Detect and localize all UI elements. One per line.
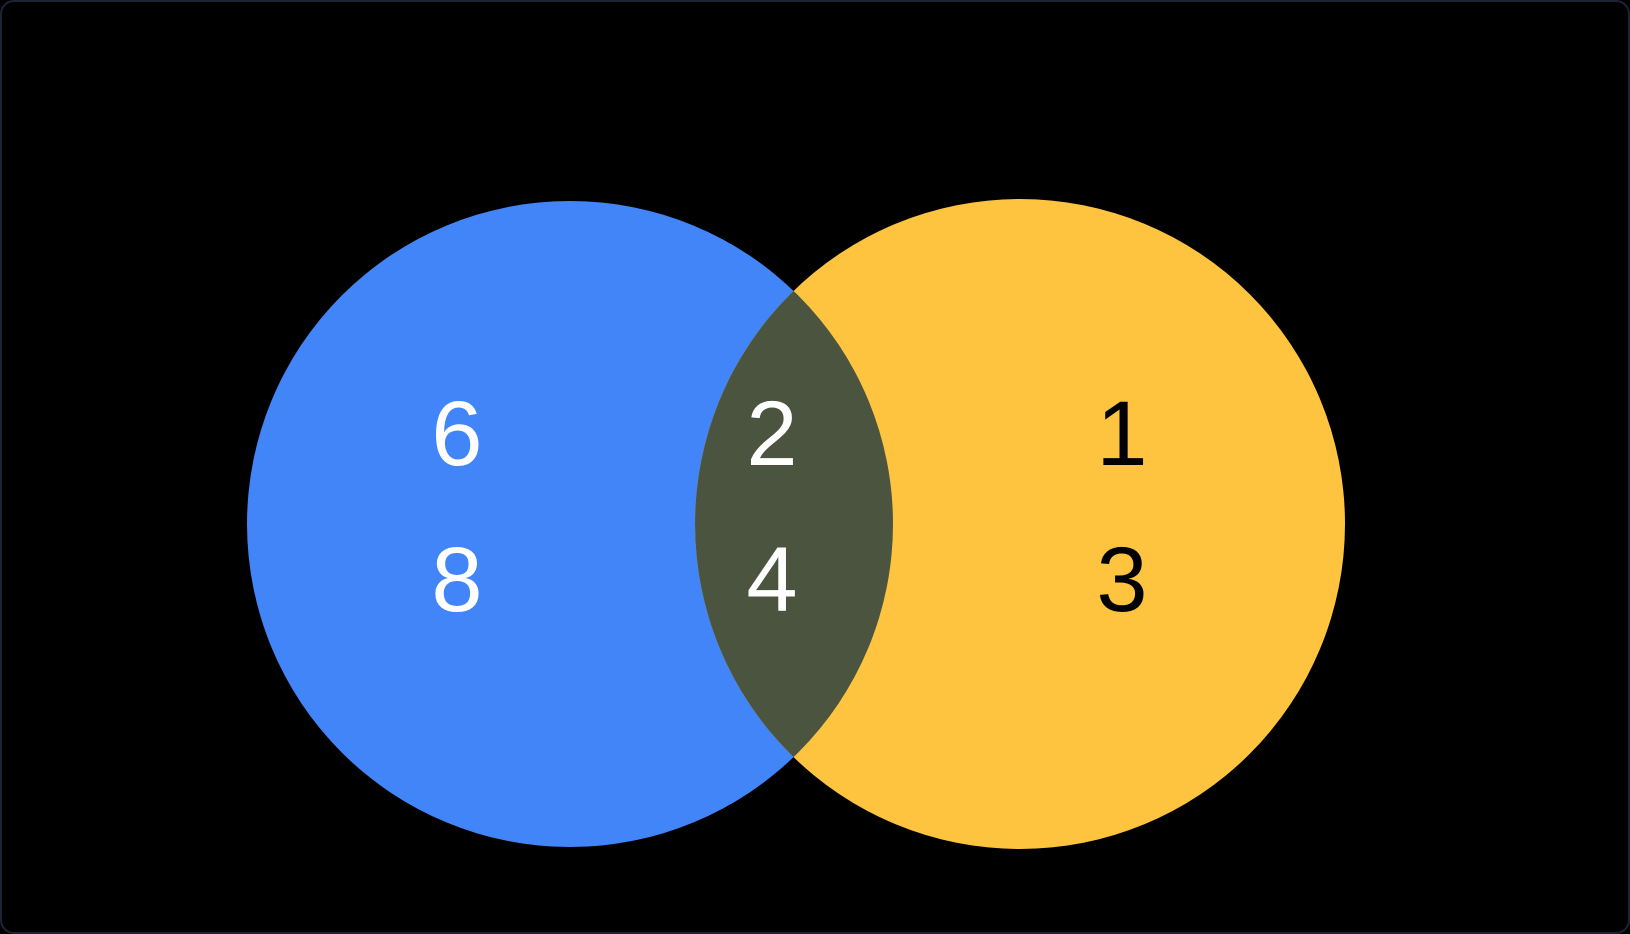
venn-circle-right[interactable] <box>695 199 1345 849</box>
venn-label-left-row1: 8 <box>431 529 483 631</box>
venn-label-right-row1: 3 <box>1096 529 1148 631</box>
venn-circle-left[interactable] <box>247 201 893 847</box>
venn-label-intersection-row0: 2 <box>746 383 798 485</box>
venn-label-left-row0: 6 <box>431 383 483 485</box>
venn-label-intersection-row1: 4 <box>746 529 798 631</box>
venn-label-right-row0: 1 <box>1096 383 1148 485</box>
